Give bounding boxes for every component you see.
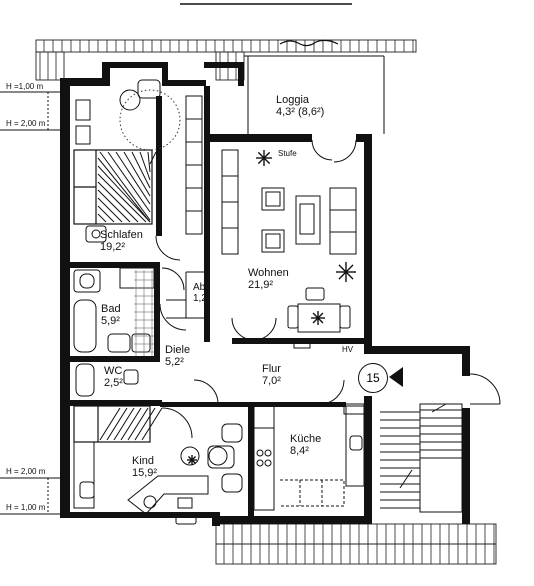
room-label-diele: Diele 5,2² (165, 344, 191, 368)
plant-leaf (317, 317, 324, 324)
bed-hatch-line (107, 151, 151, 213)
bed-hatch-line (113, 407, 135, 441)
wohnen-furniture (221, 149, 357, 349)
room-area: 5,9² (101, 314, 120, 327)
bed-hatch-line (106, 407, 128, 441)
room-label-kind: Kind 15,9² (132, 455, 158, 479)
plant-leaf (345, 271, 354, 280)
plants (187, 150, 356, 465)
height-marker-bottom-1: H = 1,00 m (6, 503, 46, 512)
bed-hatch-line (149, 151, 157, 165)
bed-hatch-line (123, 151, 151, 197)
kind-bed-hatch (99, 407, 163, 441)
room-name: Wohnen (248, 267, 289, 279)
room-name: Schlafen (100, 229, 143, 241)
bed-hatch-line (97, 165, 151, 223)
plant-leaf (312, 312, 319, 319)
plant-leaf (191, 455, 197, 461)
room-label-schlafen: Schlafen 19,2² (100, 229, 143, 253)
plant-leaf (257, 157, 265, 165)
room-area: 7,0² (262, 374, 281, 387)
bed-hatch-line (97, 173, 147, 223)
schlafen-bed-hatch (97, 151, 157, 223)
room-label-wohnen: Wohnen 21,9² (248, 267, 289, 291)
kind-furniture (73, 407, 243, 525)
room-area: 21,9² (248, 278, 274, 291)
room-label-flur: Flur 7,0² (262, 363, 281, 387)
bed-hatch-line (147, 151, 151, 173)
plant-leaf (312, 317, 319, 324)
stairwell (380, 403, 463, 513)
bed-hatch-line (115, 151, 151, 205)
height-marker-bottom-2: H = 2,00 m (6, 467, 46, 476)
door-swings (159, 139, 501, 405)
plant-leaf (263, 157, 271, 165)
room-name: Kind (132, 455, 155, 467)
room-name: Küche (290, 433, 322, 445)
plant-leaf (345, 264, 354, 273)
stair-arrows (399, 403, 447, 489)
bed-hatch-line (127, 407, 149, 441)
bed-hatch-line (97, 181, 139, 223)
entrance-arrow-icon (389, 367, 403, 387)
roof-slats-top (39, 40, 414, 80)
room-area: 8,4² (290, 444, 309, 457)
room-name: Flur (262, 363, 281, 375)
schlafen-rug (119, 89, 181, 151)
room-label-ab: Ab. 1,2² (193, 282, 211, 304)
room-label-kueche: Küche 8,4² (290, 433, 322, 457)
plant-leaf (338, 264, 347, 273)
height-marker-top-2: H = 2,00 m (6, 119, 46, 128)
ab-closet (166, 271, 210, 319)
bad-tiles (134, 270, 154, 356)
plant-leaf (257, 151, 265, 159)
room-area: 1,2² (193, 292, 211, 304)
bed-hatch-line (141, 407, 163, 441)
walls (60, 62, 470, 526)
room-area: 4,3² (8,6²) (276, 105, 325, 118)
bed-hatch-line (97, 197, 123, 223)
kind-bed (73, 405, 151, 443)
schlafen-bed (73, 149, 153, 225)
room-area: 19,2² (100, 240, 126, 253)
bed-hatch-line (134, 407, 156, 441)
room-area: 5,2² (165, 355, 184, 368)
bed-hatch-line (99, 407, 121, 441)
bed-hatch-line (97, 157, 151, 223)
room-name: Diele (165, 344, 191, 356)
bed-hatch-line (97, 213, 107, 223)
height-marker-top-1: H =1,00 m (6, 82, 44, 91)
room-label-wc: WC 2,5² (104, 365, 123, 389)
room-area: 15,9² (132, 466, 158, 479)
plant-leaf (317, 312, 324, 319)
bed-hatch-line (139, 151, 151, 181)
loggia-outline (244, 39, 385, 134)
wc-fixtures (75, 363, 139, 397)
bed-hatch-line (120, 407, 142, 441)
schlafen-chair (75, 79, 161, 243)
unit-number-badge: 15 (358, 363, 388, 393)
roof-slats-bottom (223, 524, 495, 564)
room-area: 2,5² (104, 376, 123, 389)
plant-leaf (263, 151, 271, 159)
room-label-bad: Bad 5,9² (101, 303, 121, 327)
room-name: Bad (101, 303, 121, 315)
room-label-loggia: Loggia 4,3² (8,6²) (276, 94, 325, 118)
kueche-fixtures (253, 403, 365, 511)
schlafen-wardrobe (155, 95, 203, 261)
room-name: Loggia (276, 94, 310, 106)
roof-hatching-bottom (215, 523, 497, 565)
room-name: Ab. (193, 282, 209, 293)
bed-hatch-line (131, 151, 151, 189)
bed-hatch-line (99, 151, 151, 221)
plant-leaf (338, 271, 347, 280)
hv-label: HV (342, 345, 354, 354)
bed-hatch-line (97, 189, 131, 223)
stufe-label: Stufe (278, 149, 297, 158)
room-name: WC (104, 365, 123, 377)
height-marker-lines (0, 91, 62, 515)
bed-hatch-line (97, 205, 115, 223)
